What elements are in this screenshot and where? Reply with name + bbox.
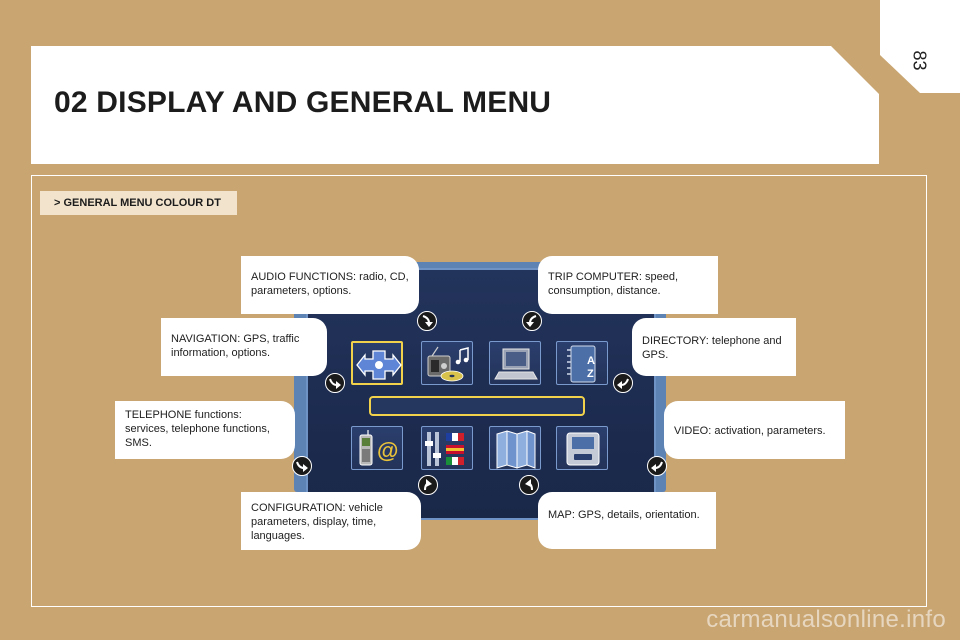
configuration-callout: CONFIGURATION: vehicle parameters, displ… [241,492,421,550]
video-callout: VIDEO: activation, parameters. [664,401,845,459]
section-heading: > GENERAL MENU COLOUR DT [40,191,237,215]
trip-computer-callout: TRIP COMPUTER: speed, consumption, dista… [538,256,718,314]
navigation-callout: NAVIGATION: GPS, traffic information, op… [161,318,327,376]
content-frame [31,175,927,607]
map-tile[interactable] [489,426,541,470]
navigation-pointer-arrow-icon [325,373,345,393]
watermark: carmanualsonline.info [706,606,946,633]
directory-tile[interactable]: A Z [556,341,608,385]
directory-pointer-arrow-icon [613,373,633,393]
map-pointer-arrow-icon [519,475,539,495]
video-pointer-arrow-icon [647,456,667,476]
telephone-tile[interactable]: @ [351,426,403,470]
mobile-phone-icon: @ [359,430,398,466]
title-bar [31,46,879,164]
video-tile[interactable] [556,426,608,470]
at-sign-icon: @ [377,438,398,463]
navigation-arrows-icon [356,350,402,380]
telephone-callout: TELEPHONE functions: services, telephone… [115,401,295,459]
audio-tile[interactable] [421,341,473,385]
directory-letter-a: A [587,355,595,367]
navigation-tile[interactable] [351,341,403,385]
trip-computer-tile[interactable] [489,341,541,385]
configuration-pointer-arrow-icon [418,475,438,495]
page-title: 02 DISPLAY AND GENERAL MENU [54,86,552,119]
map-callout: MAP: GPS, details, orientation. [538,492,716,549]
address-book-icon: A Z [567,345,596,383]
directory-callout: DIRECTORY: telephone and GPS. [632,318,796,376]
telephone-pointer-arrow-icon [292,456,312,476]
radio-cd-icon [427,346,469,382]
directory-letter-z: Z [587,368,594,380]
laptop-icon [494,348,538,380]
audio-functions-callout: AUDIO FUNCTIONS: radio, CD, parameters, … [241,256,419,314]
configuration-tile[interactable] [421,426,473,470]
folded-map-icon [496,430,536,469]
menu-selection-bar [369,396,585,416]
audio-pointer-arrow-icon [417,311,437,331]
sliders-flags-icon [425,432,464,466]
trip-pointer-arrow-icon [522,311,542,331]
page-number: 83 [909,50,930,71]
video-player-icon [566,432,600,466]
